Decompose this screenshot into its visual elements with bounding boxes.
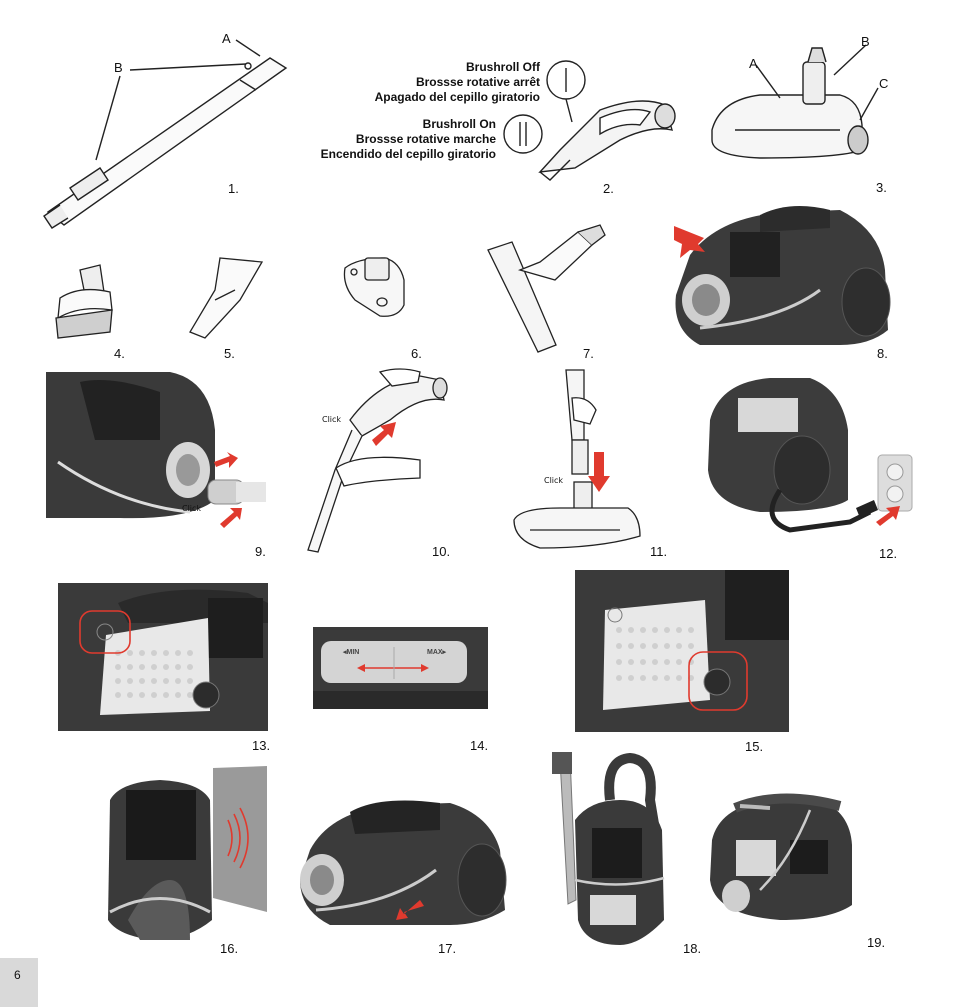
figure-number: 10. bbox=[432, 544, 451, 559]
figure-number: 11. bbox=[650, 544, 668, 559]
figure-number: 13. bbox=[252, 738, 271, 753]
label-b: B bbox=[861, 34, 870, 49]
off-en: Brushroll Off bbox=[466, 60, 540, 74]
figure-number: 5. bbox=[224, 346, 235, 361]
figure-number: 9. bbox=[255, 544, 266, 559]
filter-cover-photo-2 bbox=[575, 570, 789, 732]
figure-number: 18. bbox=[683, 941, 702, 956]
off-es: Apagado del cepillo giratorio bbox=[374, 90, 540, 104]
brushroll-on-label: Brushroll On Brossse rotative marche Enc… bbox=[290, 117, 496, 162]
figure-number: 2. bbox=[603, 181, 614, 196]
figure-number: 7. bbox=[583, 346, 594, 361]
figure-number: 14. bbox=[470, 738, 489, 753]
figure-number: 3. bbox=[876, 180, 887, 195]
label-a: A bbox=[749, 56, 758, 71]
label-a: A bbox=[222, 31, 231, 46]
figure-number: 6. bbox=[411, 346, 422, 361]
figure-number: 4. bbox=[114, 346, 125, 361]
figure-number: 8. bbox=[877, 346, 888, 361]
figure-number: 12. bbox=[879, 546, 898, 561]
double-arrow-icon bbox=[357, 647, 429, 679]
click-label: Click bbox=[322, 415, 342, 424]
figure-number: 1. bbox=[228, 181, 239, 196]
filter-cover-photo bbox=[58, 583, 268, 731]
off-fr: Brossse rotative arrêt bbox=[415, 75, 540, 89]
figure-number: 15. bbox=[745, 739, 764, 754]
page-number: 6 bbox=[14, 968, 21, 982]
max-label: MAX▸ bbox=[427, 649, 447, 656]
click-label: Click bbox=[182, 504, 202, 513]
on-en: Brushroll On bbox=[422, 117, 496, 131]
brushroll-off-label: Brushroll Off Brossse rotative arrêt Apa… bbox=[330, 60, 540, 105]
on-fr: Brossse rotative marche bbox=[355, 132, 496, 146]
figure-number: 16. bbox=[220, 941, 239, 956]
suction-slider[interactable]: ◂MIN MAX▸ bbox=[321, 641, 467, 683]
on-es: Encendido del cepillo giratorio bbox=[320, 147, 496, 161]
figure-number: 19. bbox=[867, 935, 886, 950]
label-c: C bbox=[879, 76, 889, 91]
page-number-box: 6 bbox=[0, 958, 38, 1007]
suction-control-photo: ◂MIN MAX▸ bbox=[313, 627, 488, 709]
click-label: Click bbox=[544, 476, 564, 485]
min-label: ◂MIN bbox=[343, 649, 360, 656]
label-b: B bbox=[114, 60, 123, 75]
figure-number: 17. bbox=[438, 941, 457, 956]
